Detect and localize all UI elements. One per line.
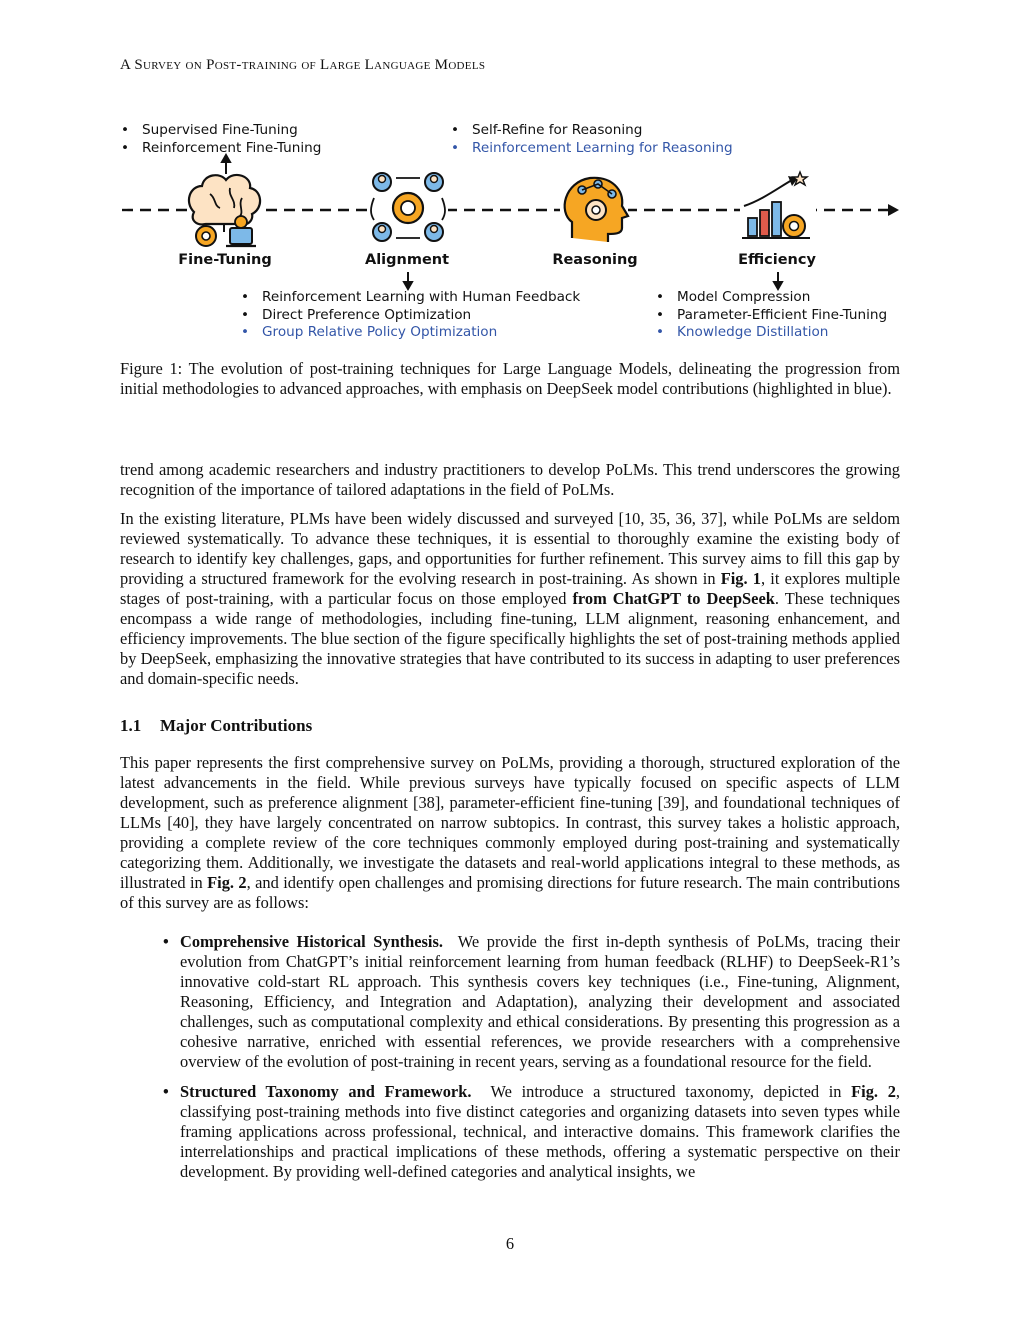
efficiency-methods-list: Model Compression Parameter-Efficient Fi… bbox=[653, 289, 887, 342]
figure-reference-link[interactable]: Fig. 2 bbox=[851, 1082, 896, 1101]
figure-caption: Figure 1: The evolution of post-training… bbox=[120, 359, 900, 398]
emphasis-text: from ChatGPT to DeepSeek bbox=[572, 589, 775, 608]
stage-label-alignment: Alignment bbox=[364, 252, 450, 268]
list-item-deepseek: Knowledge Distillation bbox=[653, 324, 887, 342]
finetuning-methods-list: Supervised Fine-Tuning Reinforcement Fin… bbox=[118, 122, 321, 157]
stage-label-fine-tuning: Fine-Tuning bbox=[178, 252, 272, 268]
text-run: , it explores multiple stages of post-tr… bbox=[120, 569, 900, 608]
list-item-deepseek: Group Relative Policy Optimization bbox=[238, 324, 580, 342]
bullet-text: , classifying post-training methods into… bbox=[180, 1082, 901, 1181]
list-item: Structured Taxonomy and Framework. We in… bbox=[160, 1082, 900, 1182]
list-item: Reinforcement Fine-Tuning bbox=[118, 140, 321, 158]
down-arrow-alignment bbox=[402, 272, 414, 292]
head-gear-network-icon bbox=[560, 172, 630, 248]
down-arrow-efficiency bbox=[772, 272, 784, 292]
bullet-text: We provide the first in-depth synthesis … bbox=[180, 932, 900, 1071]
alignment-methods-list: Reinforcement Learning with Human Feedba… bbox=[238, 289, 580, 342]
stage-label-reasoning: Reasoning bbox=[552, 252, 638, 268]
people-gear-cycle-icon bbox=[368, 172, 448, 246]
page-number: 6 bbox=[505, 1234, 515, 1253]
list-item: Model Compression bbox=[653, 289, 887, 307]
paragraph: This paper represents the first comprehe… bbox=[120, 753, 900, 913]
list-item: Reinforcement Learning with Human Feedba… bbox=[238, 289, 580, 307]
list-item: Self-Refine for Reasoning bbox=[448, 122, 733, 140]
text-run: In the existing literature, PLMs have be… bbox=[120, 509, 900, 588]
bullet-title: Structured Taxonomy and Framework. bbox=[180, 1082, 472, 1101]
bullet-title: Comprehensive Historical Synthesis. bbox=[180, 932, 443, 951]
contributions-list: Comprehensive Historical Synthesis. We p… bbox=[160, 932, 900, 1192]
section-number: 1.1 bbox=[120, 716, 142, 735]
section-title: Major Contributions bbox=[160, 716, 313, 735]
running-head: A Survey on Post-training of Large Langu… bbox=[120, 57, 486, 73]
figure-reference-link[interactable]: Fig. 1 bbox=[720, 569, 761, 588]
timeline-arrowhead bbox=[888, 204, 899, 216]
list-item: Direct Preference Optimization bbox=[238, 307, 580, 325]
figure-1: Supervised Fine-Tuning Reinforcement Fin… bbox=[118, 118, 908, 350]
stage-label-efficiency: Efficiency bbox=[738, 252, 816, 268]
list-item: Comprehensive Historical Synthesis. We p… bbox=[160, 932, 900, 1072]
list-item-deepseek: Reinforcement Learning for Reasoning bbox=[448, 140, 733, 158]
text-run: , and identify open challenges and promi… bbox=[120, 873, 901, 912]
text-run: . These techniques encompass a wide rang… bbox=[120, 589, 900, 688]
brain-gear-icon bbox=[187, 173, 262, 248]
paragraph: In the existing literature, PLMs have be… bbox=[120, 509, 900, 689]
figure-reference-link[interactable]: Fig. 2 bbox=[207, 873, 247, 892]
up-arrow-finetuning bbox=[220, 152, 232, 174]
paragraph: trend among academic researchers and ind… bbox=[120, 460, 900, 499]
figure-diagram bbox=[122, 152, 899, 292]
chart-gear-growth-icon bbox=[740, 170, 816, 242]
bullet-text: We introduce a structured taxonomy, depi… bbox=[490, 1082, 852, 1101]
section-heading: 1.1 Major Contributions bbox=[120, 716, 312, 736]
list-item: Parameter-Efficient Fine-Tuning bbox=[653, 307, 887, 325]
list-item: Supervised Fine-Tuning bbox=[118, 122, 321, 140]
reasoning-methods-list: Self-Refine for Reasoning Reinforcement … bbox=[448, 122, 733, 157]
text-run: This paper represents the first comprehe… bbox=[120, 753, 900, 892]
